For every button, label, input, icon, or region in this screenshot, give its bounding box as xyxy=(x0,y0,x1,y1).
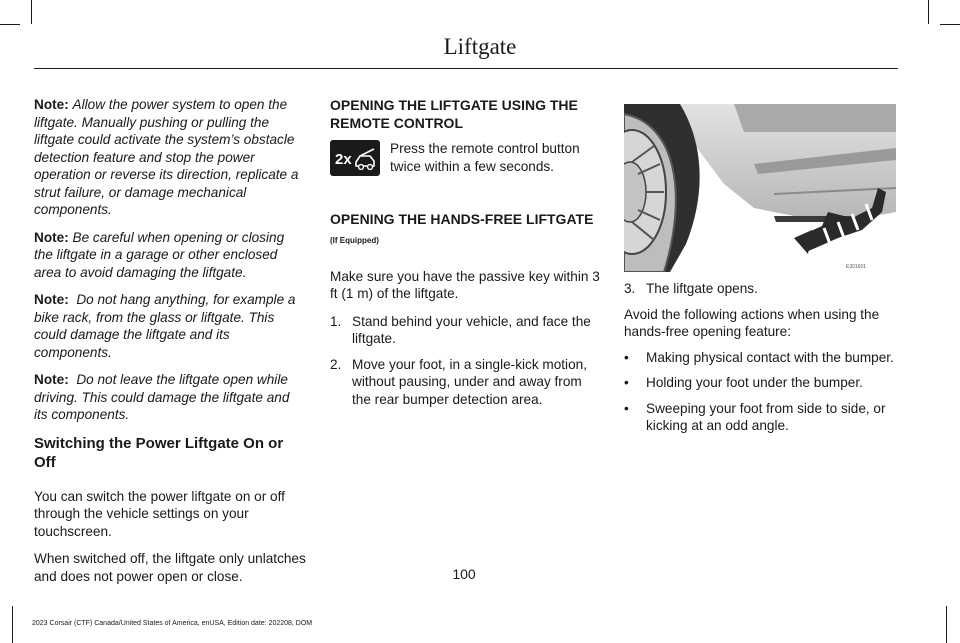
bullet-text: Sweeping your foot from side to side, or… xyxy=(646,400,886,434)
column-3: 3. The liftgate opens. Avoid the followin… xyxy=(624,280,896,443)
list-item: 2. Move your foot, in a single-kick motio… xyxy=(330,356,602,409)
note-label: Note: xyxy=(34,97,69,112)
step-text: Move your foot, in a single-kick motion,… xyxy=(352,356,587,407)
note-4: Note: Do not leave the liftgate open whi… xyxy=(34,371,306,424)
bullet: • xyxy=(624,349,629,365)
note-text: Be careful when opening or closing the l… xyxy=(34,229,285,280)
bullet-text: Making physical contact with the bumper. xyxy=(646,349,894,365)
note-label: Note: xyxy=(34,372,69,387)
step-number: 1. xyxy=(330,313,342,329)
crop-mark xyxy=(12,606,13,643)
illustration-code: E301601 xyxy=(846,264,866,270)
step-number: 3. xyxy=(624,281,636,296)
remote-instruction: 2x Press the remote control button twice… xyxy=(330,140,602,176)
note-label: Note: xyxy=(34,229,69,245)
header-rule xyxy=(34,68,898,69)
step-number: 2. xyxy=(330,356,342,372)
avoid-intro: Avoid the following actions when using t… xyxy=(624,306,880,340)
column-2: OPENING THE LIFTGATE USING THE REMOTE CO… xyxy=(330,96,602,416)
list-item: • Holding your foot under the bumper. xyxy=(624,374,896,392)
crop-mark xyxy=(940,24,960,25)
page-title: Liftgate xyxy=(443,34,517,59)
paragraph: You can switch the power liftgate on or … xyxy=(34,488,285,539)
hands-free-heading: OPENING THE HANDS-FREE LIFTGATE xyxy=(330,211,594,227)
note-3: Note: Do not hang anything, for example … xyxy=(34,291,306,361)
bullet: • xyxy=(624,400,629,416)
switching-subheading: Switching the Power Liftgate On or Off xyxy=(34,434,284,471)
footer-edition: 2023 Corsair (CTF) Canada/United States … xyxy=(32,620,313,627)
remote-heading: OPENING THE LIFTGATE USING THE REMOTE CO… xyxy=(330,97,578,131)
remote-icon-label: 2x xyxy=(335,151,352,168)
avoid-list: • Making physical contact with the bumper… xyxy=(624,349,896,435)
list-item: 3. The liftgate opens. xyxy=(624,280,896,298)
crop-mark xyxy=(0,24,20,25)
bullet-text: Holding your foot under the bumper. xyxy=(646,375,863,390)
list-item: • Sweeping your foot from side to side, o… xyxy=(624,400,896,435)
note-label: Note: xyxy=(34,292,69,307)
note-1: Note: Allow the power system to open the… xyxy=(34,96,306,219)
if-equipped: (If Equipped) xyxy=(330,236,379,245)
crop-mark xyxy=(31,0,32,24)
crop-mark xyxy=(928,0,929,24)
note-2: Note: Be careful when opening or closing… xyxy=(34,229,306,282)
note-text: Do not hang anything, for example a bike… xyxy=(34,292,296,360)
paragraph: When switched off, the liftgate only unl… xyxy=(34,551,306,584)
step-text: Stand behind your vehicle, and face the … xyxy=(352,313,591,347)
remote-text: Press the remote control button twice wi… xyxy=(390,141,580,174)
note-text: Allow the power system to open the liftg… xyxy=(34,97,299,217)
liftgate-kick-illustration: E301601 xyxy=(624,104,896,272)
list-item: • Making physical contact with the bumper… xyxy=(624,349,896,367)
page-number: 100 xyxy=(452,566,476,582)
note-text: Do not leave the liftgate open while dri… xyxy=(34,372,290,422)
crop-mark xyxy=(946,606,947,643)
steps-list-continued: 3. The liftgate opens. xyxy=(624,280,896,298)
remote-2x-icon: 2x xyxy=(330,140,380,176)
intro-paragraph: Make sure you have the passive key withi… xyxy=(330,268,600,302)
steps-list: 1. Stand behind your vehicle, and face th… xyxy=(330,313,602,409)
list-item: 1. Stand behind your vehicle, and face th… xyxy=(330,313,602,348)
bullet: • xyxy=(624,375,629,390)
column-1: Note: Allow the power system to open the… xyxy=(34,96,306,595)
step-text: The liftgate opens. xyxy=(646,281,758,296)
